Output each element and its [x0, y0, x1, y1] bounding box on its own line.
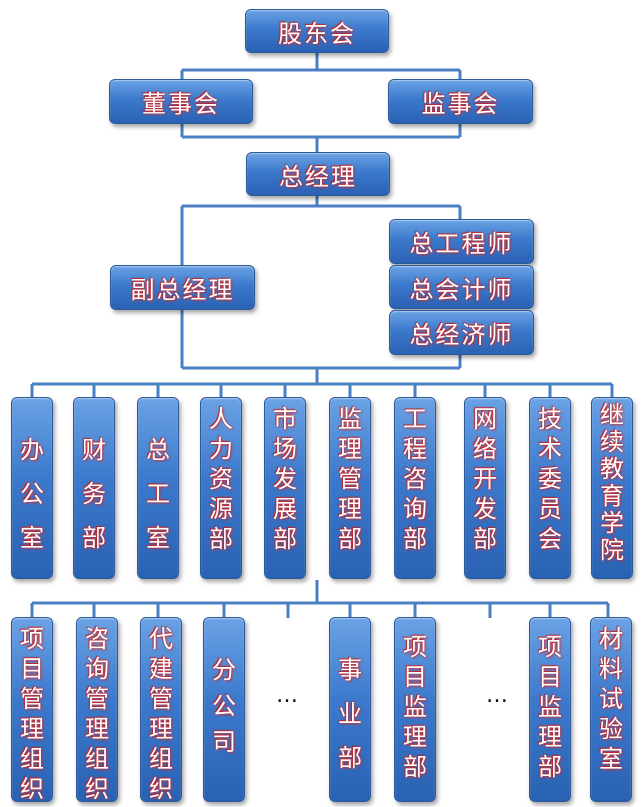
department-box: 人力资源部 — [200, 397, 242, 579]
unit-box: 项目监理部 — [529, 617, 571, 802]
board-of-directors-box: 董事会 — [109, 79, 253, 124]
department-box: 技术委员会 — [529, 397, 571, 579]
unit-box: 代建管理组织 — [140, 617, 182, 803]
shareholders-box: 股东会 — [245, 9, 389, 53]
unit-box: 项目管理组织 — [11, 617, 53, 803]
department-box: 总工室 — [137, 397, 179, 579]
department-box: 工程咨询部 — [394, 397, 436, 579]
unit-box: 咨询管理组织 — [76, 617, 118, 803]
chief-engineer-box: 总工程师 — [389, 219, 534, 264]
department-box: 财务部 — [73, 397, 115, 579]
deputy-general-manager-box: 副总经理 — [110, 265, 255, 310]
ellipsis-text: … — [486, 683, 509, 708]
ellipsis-text: … — [276, 683, 299, 708]
department-box: 网络开发部 — [464, 397, 506, 579]
department-box: 监理管理部 — [329, 397, 371, 579]
department-box: 市场发展部 — [264, 397, 306, 579]
unit-box: 项目监理部 — [394, 617, 436, 802]
chief-economist-box: 总经济师 — [389, 310, 534, 355]
unit-box: 材料试验室 — [590, 617, 632, 802]
department-box: 办公室 — [11, 397, 53, 579]
department-box: 继续教育学院 — [591, 397, 633, 579]
unit-box: 事业部 — [329, 617, 371, 802]
board-of-supervisors-box: 监事会 — [388, 79, 533, 124]
chief-accountant-box: 总会计师 — [389, 265, 534, 309]
general-manager-box: 总经理 — [246, 152, 390, 196]
unit-box: 分公司 — [203, 617, 245, 802]
